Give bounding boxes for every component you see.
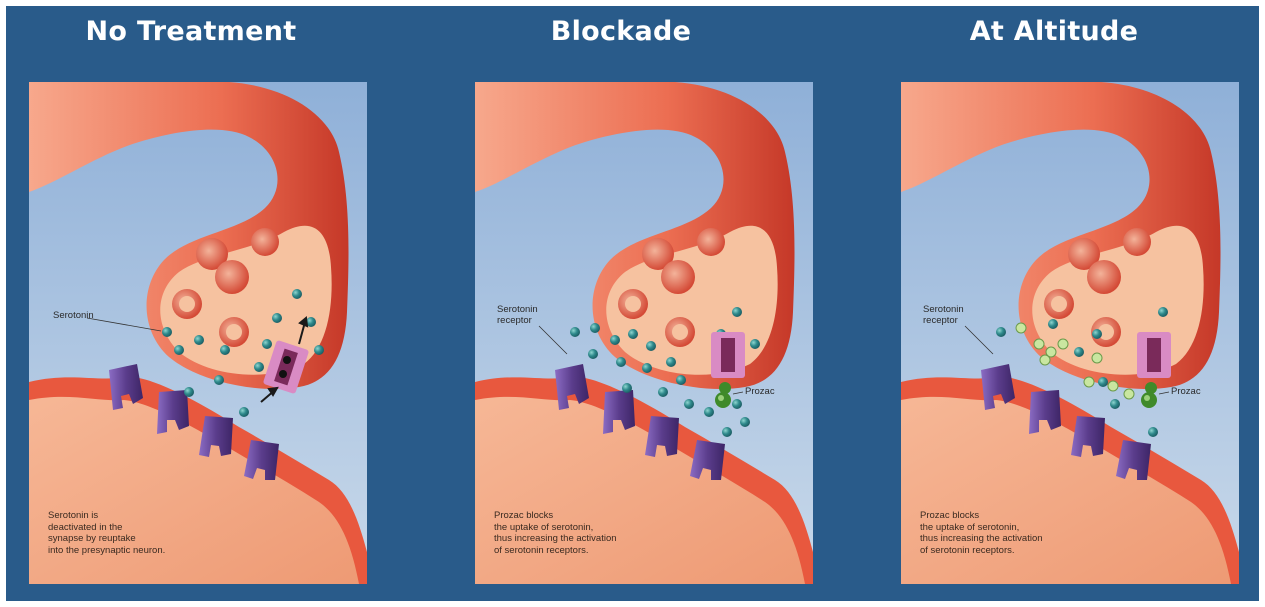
panel-title-no-treatment: No Treatment <box>1 16 381 47</box>
panel-title-blockade: Blockade <box>431 16 811 47</box>
caption-line: Prozac blocks <box>494 510 794 522</box>
caption-line: the uptake of serotonin, <box>920 522 1220 534</box>
label-serotonin: Serotonin <box>53 310 94 321</box>
panel-blockade: Serotonin receptor Prozac Prozac blocks … <box>475 82 813 584</box>
caption-line: of serotonin receptors. <box>494 545 794 557</box>
panel-title-at-altitude: At Altitude <box>864 16 1244 47</box>
synapse-illustration <box>901 82 1239 584</box>
synapse-illustration <box>29 82 367 584</box>
label-line: receptor <box>497 315 538 326</box>
caption-line: Prozac blocks <box>920 510 1220 522</box>
caption-no-treatment: Serotonin is deactivated in the synapse … <box>48 510 348 556</box>
caption-line: Serotonin is <box>48 510 348 522</box>
reuptake-transporter <box>1137 332 1171 378</box>
label-line: Serotonin <box>497 304 538 315</box>
synapse-illustration <box>475 82 813 584</box>
caption-line: the uptake of serotonin, <box>494 522 794 534</box>
panel-at-altitude: Serotonin receptor Prozac Prozac blocks … <box>901 82 1239 584</box>
label-serotonin-receptor: Serotonin receptor <box>923 304 964 326</box>
caption-at-altitude: Prozac blocks the uptake of serotonin, t… <box>920 510 1220 556</box>
label-prozac: Prozac <box>745 386 775 397</box>
caption-blockade: Prozac blocks the uptake of serotonin, t… <box>494 510 794 556</box>
caption-line: into the presynaptic neuron. <box>48 545 348 557</box>
caption-line: thus increasing the activation <box>920 533 1220 545</box>
label-line: receptor <box>923 315 964 326</box>
caption-line: deactivated in the <box>48 522 348 534</box>
panel-no-treatment: Serotonin Serotonin is deactivated in th… <box>29 82 367 584</box>
label-prozac: Prozac <box>1171 386 1201 397</box>
caption-line: synapse by reuptake <box>48 533 348 545</box>
reuptake-transporter <box>711 332 745 378</box>
caption-line: thus increasing the activation <box>494 533 794 545</box>
label-serotonin-receptor: Serotonin receptor <box>497 304 538 326</box>
label-line: Serotonin <box>923 304 964 315</box>
caption-line: of serotonin receptors. <box>920 545 1220 557</box>
slide-background: No Treatment <box>6 6 1259 601</box>
